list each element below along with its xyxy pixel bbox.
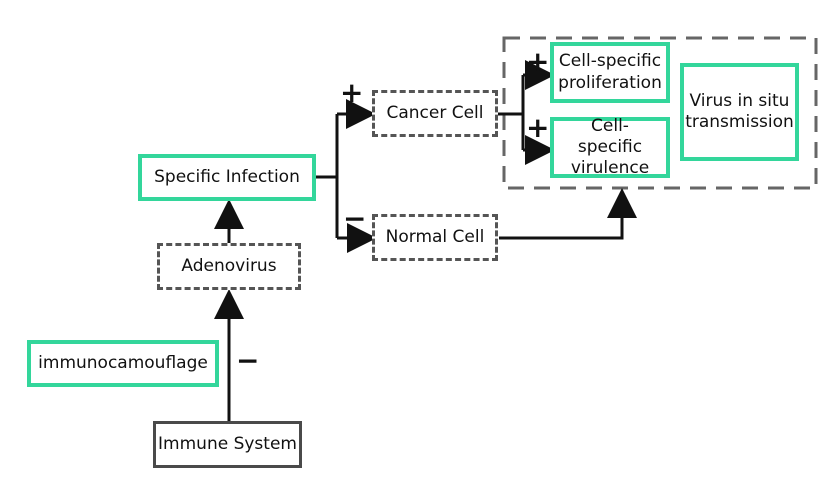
cell-specific-virulence-node: Cell-specific virulence xyxy=(550,115,670,179)
cancer-cell-plus-sign: + xyxy=(340,76,364,109)
cell-specific-proliferation-label: Cell-specific proliferation xyxy=(558,51,662,93)
result-group-frame xyxy=(502,36,818,190)
immune-system-label: Immune System xyxy=(158,434,297,455)
immune-system-minus-sign: − xyxy=(236,344,260,377)
virulence-plus-sign: + xyxy=(526,111,550,144)
virus-in-situ-transmission-node: Virus in situ transmission xyxy=(680,63,799,161)
adenovirus-node: Adenovirus xyxy=(157,243,301,290)
immune-system-node: Immune System xyxy=(153,421,302,468)
specific-infection-node: Specific Infection xyxy=(138,154,316,201)
proliferation-plus-sign: + xyxy=(526,45,550,78)
normal-cell-node: Normal Cell xyxy=(372,214,498,261)
immunocamouflage-label: immunocamouflage xyxy=(38,353,208,374)
cancer-cell-label: Cancer Cell xyxy=(386,103,484,124)
cell-specific-virulence-label: Cell-specific virulence xyxy=(570,115,650,179)
cancer-cell-node: Cancer Cell xyxy=(372,90,498,137)
normal-cell-minus-sign: − xyxy=(343,202,367,235)
virus-in-situ-transmission-label: Virus in situ transmission xyxy=(685,90,794,132)
adenovirus-label: Adenovirus xyxy=(181,256,277,277)
cell-specific-proliferation-node: Cell-specific proliferation xyxy=(550,42,670,103)
immunocamouflage-node: immunocamouflage xyxy=(27,340,219,387)
normal-cell-label: Normal Cell xyxy=(385,227,485,248)
specific-infection-label: Specific Infection xyxy=(154,167,300,188)
normal-cell-to-group-arrow xyxy=(499,188,637,240)
